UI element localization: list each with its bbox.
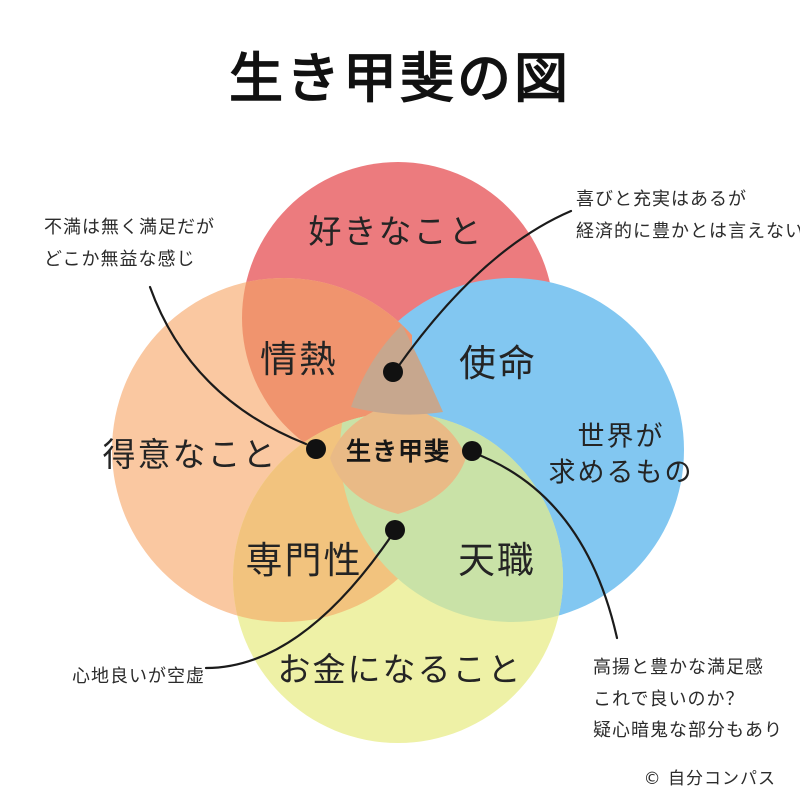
annotation-top-left-line1: 不満は無く満足だが [44, 217, 215, 238]
label-vocation: 天職 [458, 539, 536, 582]
page-title: 生き甲斐の図 [229, 47, 571, 110]
label-what-you-love: 好きなこと [308, 212, 484, 251]
annotation-dot-top-right [383, 362, 403, 382]
label-what-you-are-good-at: 得意なこと [102, 435, 278, 474]
label-profession: 専門性 [245, 539, 363, 582]
label-what-the-world-needs-line1: 世界が [577, 421, 665, 453]
label-ikigai: 生き甲斐 [345, 437, 451, 466]
annotation-line-top-left [148, 285, 308, 446]
annotation-top-left-line2: どこか無益な感じ [44, 248, 196, 270]
annotation-line-bottom-right [472, 451, 619, 640]
annotation-bottom-left-line1: 心地良いが空虚 [72, 666, 205, 687]
annotation-top-left: 不満は無く満足だが どこか無益な感じ [44, 212, 215, 275]
label-what-the-world-needs-line2: 求めるもの [548, 457, 694, 488]
label-what-the-world-needs: 世界が 求めるもの [549, 419, 694, 490]
label-mission: 使命 [459, 342, 537, 385]
overlap-vocation-region [340, 413, 563, 622]
annotation-bottom-right-line2: これで良いのか？ [593, 688, 745, 710]
overlap-ikigai-region [330, 402, 466, 514]
annotation-line-top-right [393, 209, 573, 373]
annotation-dot-bottom-right [462, 441, 482, 461]
annotation-dot-top-left [306, 439, 326, 459]
annotation-dot-bottom-left [385, 520, 405, 540]
annotation-top-right: 喜びと充実はあるが 経済的に豊かとは言えない [576, 184, 800, 247]
copyright-credit: © 自分コンパス [643, 769, 776, 789]
annotation-top-right-line1: 喜びと充実はあるが [576, 189, 747, 210]
label-passion: 情熱 [260, 338, 338, 381]
annotation-bottom-left: 心地良いが空虚 [72, 661, 205, 693]
annotation-bottom-right-line1: 高揚と豊かな満足感 [593, 657, 764, 678]
annotation-line-bottom-left [204, 530, 396, 670]
annotation-bottom-right: 高揚と豊かな満足感 これで良いのか？ 疑心暗鬼な部分もあり [593, 652, 783, 747]
label-what-you-can-be-paid-for: お金になること [277, 650, 523, 689]
annotation-bottom-right-line3: 疑心暗鬼な部分もあり [593, 720, 783, 741]
annotation-top-right-line2: 経済的に豊かとは言えない [576, 220, 800, 242]
